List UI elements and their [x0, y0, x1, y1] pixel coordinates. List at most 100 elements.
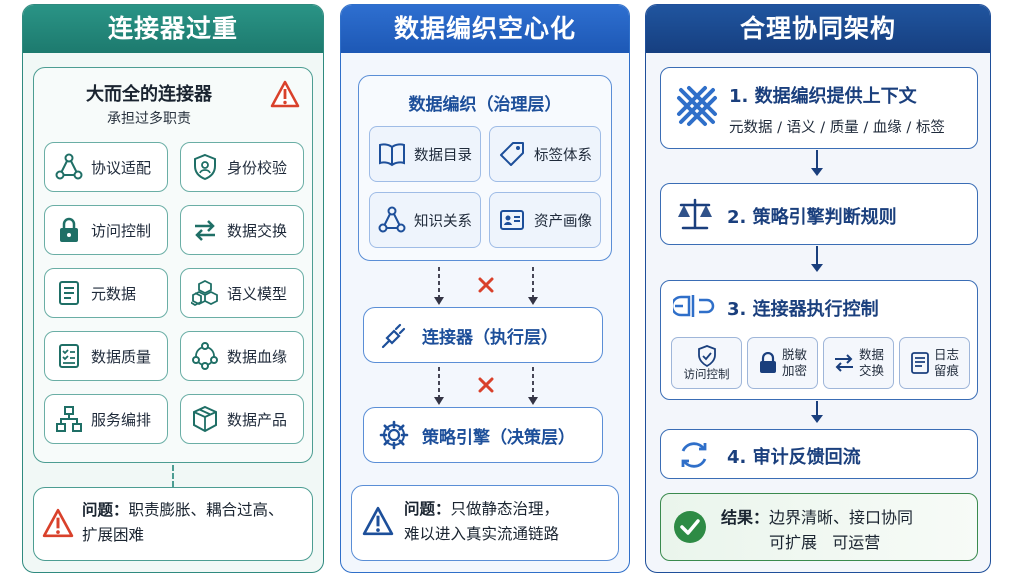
blocked-link-lower [421, 367, 551, 407]
policy-engine-decision-layer: 策略引擎（决策层） [363, 407, 603, 463]
issue-label: 问题： [404, 500, 451, 518]
cubes-icon [191, 279, 219, 307]
monolithic-connector-subtitle: 承担过多职责 [107, 111, 191, 127]
step4-title: 4. 审计反馈回流 [727, 447, 861, 468]
chip-label: 身份校验 [227, 158, 288, 177]
step2-title: 2. 策略引擎判断规则 [727, 207, 897, 228]
mini-label-line1: 数据 [858, 347, 884, 362]
fabric-weave-icon [675, 84, 719, 128]
hierarchy-icon [55, 405, 83, 433]
issue-label: 问题： [82, 501, 129, 519]
blocked-link-upper [421, 267, 551, 307]
step-4-audit-feedback: 4. 审计反馈回流 [660, 429, 978, 479]
result-label: 结果： [721, 508, 770, 527]
panel3-header: 合理协同架构 [646, 5, 990, 53]
step3-title: 3. 连接器执行控制 [727, 299, 879, 320]
chip-data-quality: 数据质量 [44, 331, 168, 381]
connector-execution-layer: 连接器（执行层） [363, 307, 603, 363]
step1-title: 1. 数据编织提供上下文 [729, 86, 917, 107]
mini-label-line2: 交换 [858, 363, 884, 378]
panel2-header: 数据编织空心化 [341, 5, 629, 53]
panel1-header: 连接器过重 [23, 5, 323, 53]
mini-log-trace: 日志留痕 [899, 337, 970, 389]
mini-label-line1: 日志 [933, 347, 959, 362]
mini-label-line2: 留痕 [933, 363, 959, 378]
chip-label: 访问控制 [91, 221, 152, 240]
result-box: 结果：边界清晰、接口协同 可扩展 可运营 [660, 493, 978, 561]
connector-plug-icon [673, 293, 717, 319]
chip-data-exchange: 数据交换 [180, 205, 304, 255]
issue-box: 问题：职责膨胀、耦合过高、 扩展困难 [33, 487, 313, 561]
chip-label: 数据交换 [227, 221, 288, 240]
chip-metadata: 元数据 [44, 268, 168, 318]
connector-layer-label: 连接器（执行层） [422, 327, 558, 348]
warning-icon [270, 80, 300, 108]
chip-asset-profile: 资产画像 [489, 192, 601, 248]
warning-icon [42, 508, 74, 538]
mini-access-control: 访问控制 [671, 337, 742, 389]
chip-label: 数据血缘 [227, 347, 288, 366]
mini-label: 访问控制 [683, 367, 730, 381]
chip-label: 标签体系 [534, 147, 592, 164]
id-card-icon [498, 206, 526, 234]
chip-identity-verification: 身份校验 [180, 142, 304, 192]
chip-tag-system: 标签体系 [489, 126, 601, 182]
chip-data-catalog: 数据目录 [369, 126, 481, 182]
open-book-icon [378, 140, 406, 168]
shield-user-icon [191, 153, 219, 181]
flow-arrowhead-3 [811, 415, 823, 423]
result-line1: 边界清晰、接口协同 [769, 508, 914, 527]
check-circle-icon [673, 510, 707, 544]
flow-arrowhead-1 [811, 168, 823, 176]
chip-label: 元数据 [91, 284, 137, 303]
chip-label: 协议适配 [91, 158, 152, 177]
flow-arrowhead-2 [811, 264, 823, 272]
lock-icon [55, 216, 83, 244]
step-2-policy-engine: 2. 策略引擎判断规则 [660, 183, 978, 245]
dashed-connector-line [172, 465, 174, 487]
issue-line2: 难以进入真实流通链路 [404, 525, 560, 543]
document-list-icon [55, 279, 83, 307]
plug-icon [378, 319, 410, 351]
chip-data-lineage: 数据血缘 [180, 331, 304, 381]
swap-arrows-icon [833, 352, 855, 374]
step-3-connector-execution: 3. 连接器执行控制 访问控制 脱敏加密 数据交换 日志留痕 [660, 280, 978, 400]
chip-label: 资产画像 [534, 213, 592, 230]
flow-arrow-3 [816, 401, 818, 417]
chip-knowledge-relations: 知识关系 [369, 192, 481, 248]
step1-subtitle: 元数据 / 语义 / 质量 / 血缘 / 标签 [729, 120, 945, 136]
chip-service-orchestration: 服务编排 [44, 394, 168, 444]
warning-icon [362, 506, 394, 536]
package-box-icon [191, 405, 219, 433]
swap-arrows-icon [191, 216, 219, 244]
chip-data-product: 数据产品 [180, 394, 304, 444]
mini-masking-encryption: 脱敏加密 [747, 337, 818, 389]
shield-check-icon [696, 345, 718, 367]
document-icon [910, 352, 930, 374]
panel-collaborative-architecture: 合理协同架构 1. 数据编织提供上下文 元数据 / 语义 / 质量 / 血缘 /… [645, 4, 991, 573]
ring-nodes-icon [191, 342, 219, 370]
governance-layer-title: 数据编织（治理层） [408, 95, 562, 115]
chip-label: 数据质量 [91, 347, 152, 366]
monolithic-connector-title: 大而全的连接器 [86, 84, 212, 105]
flow-arrow-2 [816, 246, 818, 266]
chip-access-control: 访问控制 [44, 205, 168, 255]
tag-icon [498, 140, 526, 168]
mini-data-exchange: 数据交换 [823, 337, 894, 389]
network-nodes-icon [55, 153, 83, 181]
chip-label: 知识关系 [414, 213, 472, 230]
gear-icon [378, 419, 410, 451]
chip-label: 数据产品 [227, 410, 288, 429]
panel-data-fabric-hollowing: 数据编织空心化 数据编织（治理层） 数据目录 标签体系 知识关系 资产画像 [340, 4, 630, 573]
issue-line1: 只做静态治理， [450, 500, 560, 518]
chip-semantic-model: 语义模型 [180, 268, 304, 318]
step-1-data-fabric-context: 1. 数据编织提供上下文 元数据 / 语义 / 质量 / 血缘 / 标签 [660, 67, 978, 149]
checklist-icon [55, 342, 83, 370]
governance-layer-box: 数据编织（治理层） 数据目录 标签体系 知识关系 资产画像 [358, 75, 612, 261]
chip-label: 语义模型 [227, 284, 288, 303]
mini-label-line2: 加密 [781, 363, 807, 378]
mini-label-line1: 脱敏 [781, 347, 807, 362]
issue-line1: 职责膨胀、耦合过高、 [128, 501, 284, 519]
chip-protocol-adaptation: 协议适配 [44, 142, 168, 192]
result-line2: 可扩展 可运营 [769, 533, 881, 552]
